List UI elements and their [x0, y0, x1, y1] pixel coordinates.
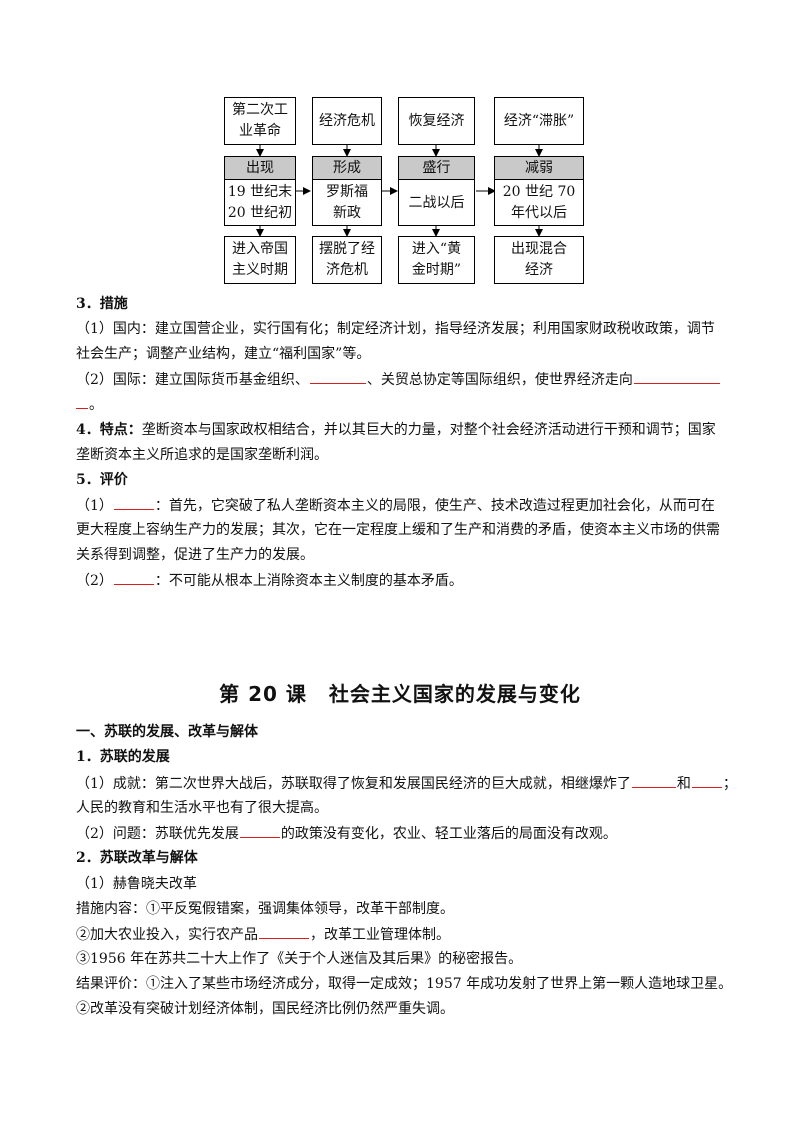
text: ；	[722, 776, 737, 792]
text: ，改革工业管理体制。	[310, 927, 450, 943]
measures-1: （1）国内：建立国营企业，实行国有化；制定经济计划，指导经济发展；利用国家财政税…	[76, 321, 715, 337]
lesson-name: 社会主义国家的发展与变化	[328, 682, 581, 706]
text: ：不可能从根本上消除资本主义制度的基本矛盾。	[154, 573, 463, 589]
part1-p1: （1）成就：第二次世界大战后，苏联取得了恢复和发展国民经济的巨大成就，相继爆炸了…	[76, 773, 737, 794]
features-2: 垄断资本主义所追求的是国家垄断利润。	[76, 447, 328, 463]
lesson-number: 第 20 课	[219, 682, 307, 706]
flow-text: 19 世纪末	[227, 184, 293, 200]
measures-2: （2）国际：建立国际货币基金组织、 、关贸总协定等国际组织，使世界经济走向	[76, 369, 721, 390]
flow-text: 20 世纪 70	[502, 184, 576, 200]
text: （2）国际：建立国际货币基金组织、	[76, 372, 309, 388]
eval-1c: 更大程度上容纳生产力的发展；其次，它在一定程度上缓和了生产和消费的矛盾，使资本主…	[76, 522, 720, 538]
text: （2）问题：苏联优先发展	[76, 826, 239, 842]
lesson-title: 第 20 课社会主义国家的发展与变化	[0, 678, 800, 707]
flow-text: 出现混合	[511, 241, 567, 257]
part1-k3: ②加大农业投入，实行农产品 ，改革工业管理体制。	[76, 924, 450, 945]
stage-head: 形成	[313, 157, 381, 180]
part1-k6: ②改革没有突破计划经济体制，国民经济比例仍然严重失调。	[76, 1001, 454, 1017]
flow-text: 新政	[333, 205, 361, 221]
flow-text: 进入“黄	[411, 241, 462, 257]
flow-cause-box: 经济“滞胀”	[494, 97, 584, 145]
flow-text: 恢复经济	[408, 112, 465, 129]
part1-p2: （2）问题：苏联优先发展 的政策没有变化，农业、轻工业落后的局面没有改观。	[76, 823, 617, 844]
measures-2-cont: 。	[76, 394, 103, 415]
part1-p1d: 人民的教育和生活水平也有了很大提高。	[76, 800, 328, 816]
flow-text: 济危机	[326, 262, 368, 278]
measures-title: 3．措施	[76, 296, 128, 312]
text: （1）	[76, 498, 113, 514]
flow-text: 20 世纪初	[227, 205, 293, 221]
features-label: 4．特点：	[76, 422, 142, 438]
text: （2）	[76, 573, 113, 589]
flow-text: 经济	[525, 262, 553, 278]
eval-1: （1） ：首先，它突破了私人垄断资本主义的局限，使生产、技术改造过程更加社会化，从…	[76, 495, 715, 516]
fill-blank	[76, 394, 88, 409]
flow-text: 摆脱了经	[319, 241, 375, 257]
eval-title: 5．评价	[76, 472, 128, 488]
text: 的政策没有变化，农业、轻工业落后的局面没有改观。	[280, 826, 617, 842]
fill-blank	[239, 823, 280, 838]
flow-result-box: 摆脱了经济危机	[312, 236, 382, 284]
text: 和	[676, 776, 691, 792]
flow-text: 二战以后	[408, 194, 465, 211]
stage-head: 盛行	[399, 157, 474, 180]
flow-text: 第二次工	[232, 102, 288, 118]
flow-result-box: 出现混合经济	[494, 236, 584, 284]
flow-result-box: 进入“黄金时期”	[398, 236, 475, 284]
text: ②加大农业投入，实行农产品	[76, 927, 258, 943]
part1-k4: ③1956 年在苏共二十大上作了《关于个人迷信及其后果》的秘密报告。	[76, 951, 523, 967]
flow-cause-box: 第二次工业革命	[224, 97, 296, 145]
part1-sub1: 1．苏联的发展	[76, 749, 170, 765]
eval-2: （2） ：不可能从根本上消除资本主义制度的基本矛盾。	[76, 570, 463, 591]
measures-1b: 社会生产；调整产业结构，建立“福利国家”等。	[76, 346, 371, 362]
fill-blank	[113, 570, 154, 585]
text: 。	[89, 397, 103, 413]
flow-text: 经济“滞胀”	[503, 112, 575, 129]
text: ：首先，它突破了私人垄断资本主义的局限，使生产、技术改造过程更加社会化，从而可在	[154, 498, 715, 514]
flow-text: 经济危机	[319, 112, 375, 129]
flow-stage-box: 出现 19 世纪末 20 世纪初	[224, 156, 296, 226]
flow-stage-box: 盛行 二战以后	[398, 156, 475, 226]
fill-blank	[259, 924, 309, 939]
flow-stage-box: 形成 罗斯福新政	[312, 156, 382, 226]
flow-result-box: 进入帝国主义时期	[224, 236, 296, 284]
fill-blank	[633, 369, 720, 384]
part1-heading: 一、苏联的发展、改革与解体	[76, 724, 258, 740]
flow-text: 主义时期	[232, 262, 288, 278]
flow-text: 业革命	[239, 123, 281, 139]
flow-stage-box: 减弱 20 世纪 70 年代以后	[494, 156, 584, 226]
text: （1）成就：第二次世界大战后，苏联取得了恢复和发展国民经济的巨大成就，相继爆炸了	[76, 776, 631, 792]
text: 、关贸总协定等国际组织，使世界经济走向	[366, 372, 633, 388]
stage-head: 减弱	[495, 157, 583, 180]
features: 4．特点：垄断资本与国家政权相结合，并以其巨大的力量，对整个社会经济活动进行干预…	[76, 420, 716, 440]
part1-k1: （1）赫鲁晓夫改革	[76, 876, 197, 892]
flow-text: 罗斯福	[326, 184, 368, 200]
fill-blank	[113, 495, 154, 510]
fill-blank	[691, 773, 722, 788]
flow-cause-box: 经济危机	[312, 97, 382, 145]
flow-cause-box: 恢复经济	[398, 97, 475, 145]
flow-text: 进入帝国	[232, 241, 288, 257]
part1-k2: 措施内容：①平反冤假错案，强调集体领导，改革干部制度。	[76, 901, 454, 917]
stage-head: 出现	[225, 157, 295, 180]
fill-blank	[309, 369, 366, 384]
part1-sub2: 2．苏联改革与解体	[76, 850, 198, 866]
flow-text: 金时期”	[411, 262, 462, 278]
eval-1d: 关系得到调整，促进了生产力的发展。	[76, 547, 314, 563]
flow-text: 年代以后	[511, 205, 567, 221]
text: 垄断资本与国家政权相结合，并以其巨大的力量，对整个社会经济活动进行干预和调节；国…	[141, 422, 716, 438]
part1-k5: 结果评价：①注入了某些市场经济成分，取得一定成效；1957 年成功发射了世界上第…	[76, 976, 733, 992]
fill-blank	[631, 773, 676, 788]
flowchart-arrows	[256, 145, 543, 237]
flowchart: 第二次工业革命 经济危机 恢复经济 经济“滞胀” 出现 19 世纪末 20 世纪初…	[0, 0, 800, 290]
